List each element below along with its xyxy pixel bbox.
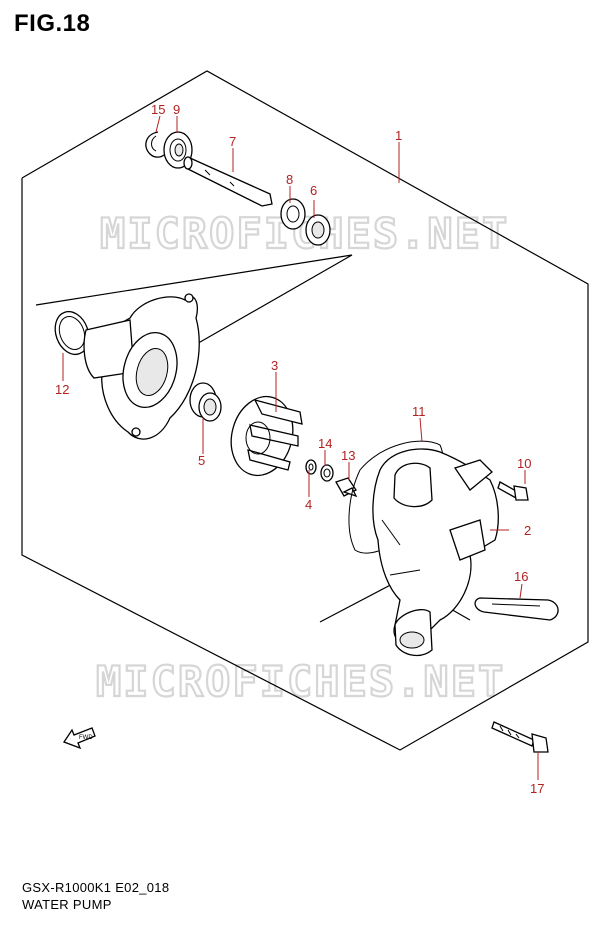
callout-16: 16 bbox=[514, 569, 528, 584]
figure-title: FIG.18 bbox=[14, 10, 91, 37]
part-5-mechanical-seal bbox=[189, 382, 222, 422]
figure-model-code: GSX-R1000K1 E02_018 bbox=[22, 880, 170, 895]
assembly-frame bbox=[21, 70, 589, 751]
part-13-bolt bbox=[335, 477, 358, 498]
callout-15: 15 bbox=[151, 102, 165, 117]
part-3-impeller bbox=[230, 395, 303, 477]
fwd-label: FWD bbox=[79, 735, 93, 741]
part-8-bearing bbox=[280, 198, 306, 230]
callout-11: 11 bbox=[412, 404, 426, 419]
figure-name: WATER PUMP bbox=[22, 897, 112, 912]
part-7-shaft bbox=[183, 156, 273, 207]
part-16-clamp bbox=[474, 597, 559, 621]
callout-10: 10 bbox=[517, 456, 531, 471]
callout-6: 6 bbox=[310, 183, 317, 198]
callout-2: 2 bbox=[524, 523, 531, 538]
callout-labels: 1 2 3 4 5 6 7 8 9 10 11 12 13 14 15 16 1… bbox=[55, 102, 544, 796]
callout-14: 14 bbox=[318, 436, 332, 451]
callout-8: 8 bbox=[286, 172, 293, 187]
callout-9: 9 bbox=[173, 102, 180, 117]
callout-7: 7 bbox=[229, 134, 236, 149]
callout-17: 17 bbox=[530, 781, 544, 796]
callout-5: 5 bbox=[198, 453, 205, 468]
callout-13: 13 bbox=[341, 448, 355, 463]
callout-4: 4 bbox=[305, 497, 312, 512]
part-2-pump-body bbox=[372, 448, 499, 657]
part-17-bolt bbox=[491, 721, 549, 753]
callout-1: 1 bbox=[395, 128, 402, 143]
leader-lines bbox=[62, 115, 539, 780]
part-10-bolt bbox=[497, 481, 529, 501]
fwd-arrow: FWD bbox=[63, 727, 96, 750]
part-4-washer bbox=[305, 459, 317, 475]
part-15-circlip bbox=[145, 131, 165, 158]
callout-3: 3 bbox=[271, 358, 278, 373]
callout-12: 12 bbox=[55, 382, 69, 397]
part-12-o-ring bbox=[54, 310, 90, 356]
part-14-washer bbox=[320, 464, 334, 482]
part-6-seal bbox=[305, 214, 331, 246]
pump-housing bbox=[83, 293, 200, 440]
